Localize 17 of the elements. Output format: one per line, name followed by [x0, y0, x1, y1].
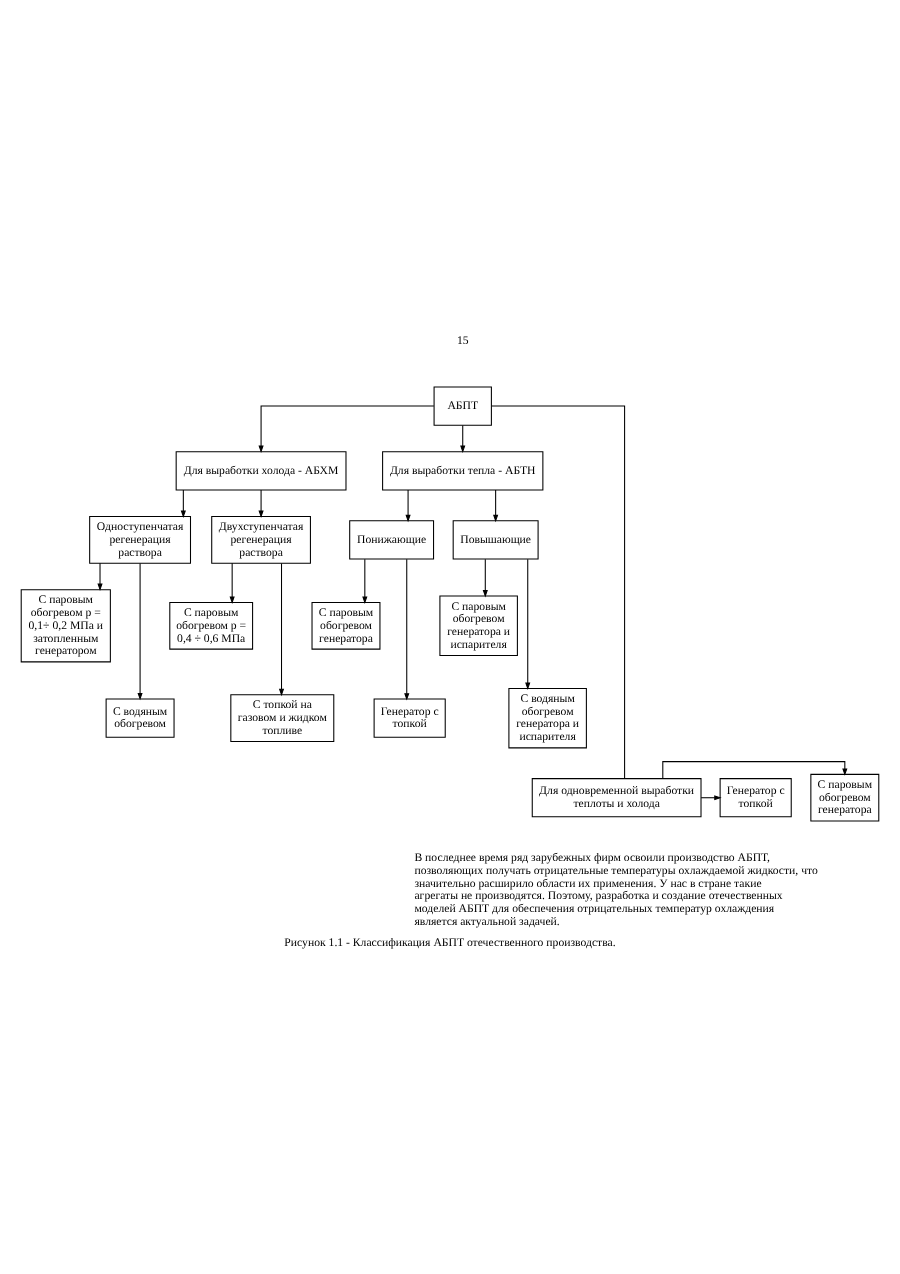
arrow [137, 561, 143, 700]
arrow [493, 488, 499, 522]
arrow [278, 561, 285, 696]
connector [491, 404, 626, 779]
arrow [180, 488, 186, 517]
arrow [258, 488, 264, 517]
arrow [362, 557, 368, 603]
arrow [258, 404, 435, 452]
arrow [525, 557, 531, 689]
arrow [700, 794, 722, 800]
arrow [229, 561, 235, 603]
arrow [97, 561, 103, 590]
arrow [662, 760, 848, 778]
arrow [404, 557, 410, 700]
arrow [482, 557, 488, 597]
arrow [460, 424, 466, 453]
arrow [405, 488, 411, 522]
